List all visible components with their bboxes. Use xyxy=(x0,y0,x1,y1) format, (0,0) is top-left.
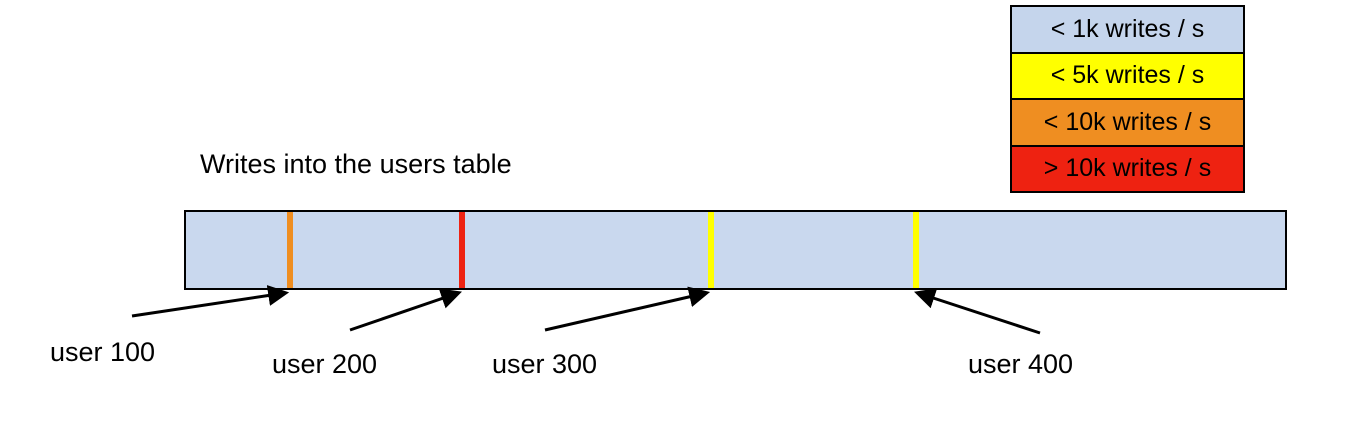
stripe-user-400 xyxy=(913,212,919,288)
legend-item-label: < 1k writes / s xyxy=(1050,14,1205,43)
annotation-label-user-400: user 400 xyxy=(968,349,1074,379)
stripe-user-200 xyxy=(459,212,465,288)
legend: < 1k writes / s < 5k writes / s < 10k wr… xyxy=(1010,5,1245,193)
stripe-user-100 xyxy=(287,212,293,288)
users-table-bar xyxy=(184,210,1287,290)
annotation-label-user-200: user 200 xyxy=(272,349,378,379)
arrow-user-300 xyxy=(544,286,711,332)
arrow-user-100 xyxy=(131,285,290,318)
annotation-label-user-100: user 100 xyxy=(50,337,156,367)
arrow-user-200 xyxy=(349,288,462,332)
arrow-user-400 xyxy=(914,288,1041,335)
legend-item-label: > 10k writes / s xyxy=(1043,154,1212,183)
legend-item-lt-5k: < 5k writes / s xyxy=(1012,53,1243,100)
legend-item-gt-10k: > 10k writes / s xyxy=(1012,146,1243,191)
legend-item-lt-1k: < 1k writes / s xyxy=(1012,7,1243,54)
legend-item-lt-10k: < 10k writes / s xyxy=(1012,100,1243,147)
legend-item-label: < 5k writes / s xyxy=(1050,61,1205,90)
annotation-label-user-300: user 300 xyxy=(492,349,598,379)
stripe-user-300 xyxy=(708,212,714,288)
legend-item-label: < 10k writes / s xyxy=(1043,107,1212,136)
chart-title: Writes into the users table xyxy=(200,149,512,179)
